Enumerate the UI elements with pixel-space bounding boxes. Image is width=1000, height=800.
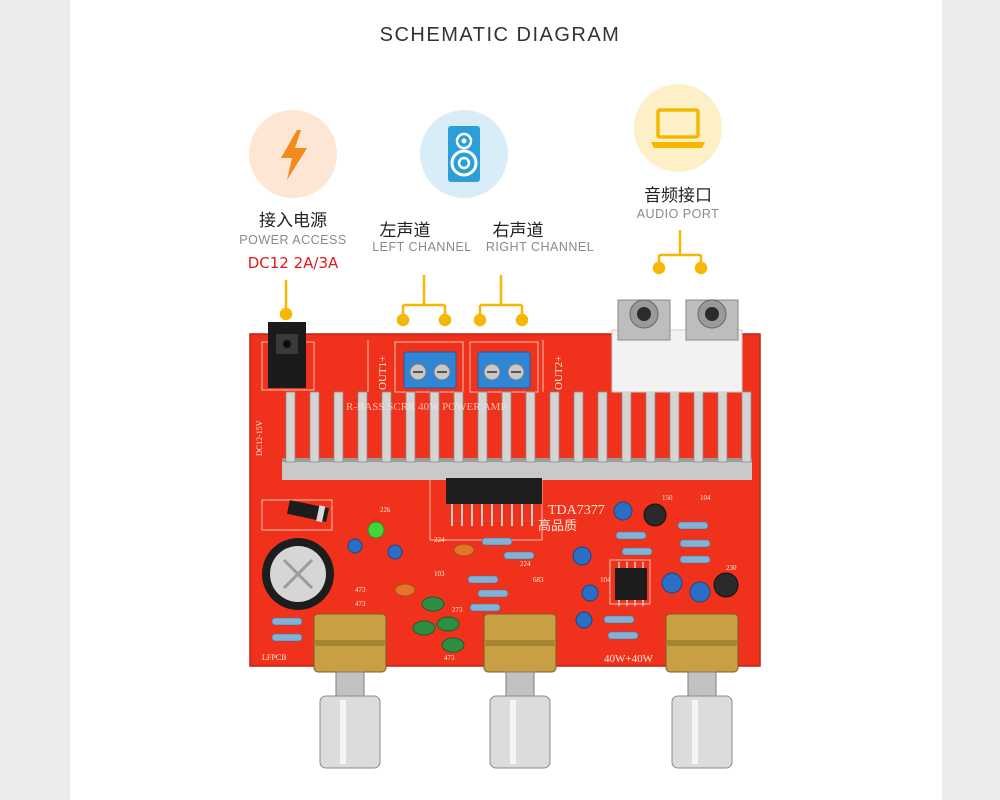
audio-port-label-en: AUDIO PORT bbox=[636, 207, 720, 221]
left-channel-label-en: LEFT CHANNEL bbox=[372, 240, 472, 254]
right-channel-connector-line bbox=[473, 275, 529, 327]
code-label: 273 bbox=[452, 606, 463, 614]
right-channel-label-en: RIGHT CHANNEL bbox=[485, 240, 595, 254]
potentiometer-middle bbox=[483, 613, 557, 769]
audio-icon-circle bbox=[634, 84, 722, 172]
potentiometer-left bbox=[313, 613, 387, 769]
page-title: SCHEMATIC DIAGRAM bbox=[379, 24, 621, 46]
code-label: 150 bbox=[662, 494, 673, 502]
code-label: 224 bbox=[434, 536, 445, 544]
power-connector-line bbox=[279, 280, 293, 321]
code-label: 473 bbox=[444, 654, 455, 662]
quality-label: 高品质 bbox=[538, 518, 577, 533]
power-led bbox=[367, 521, 385, 539]
code-label: 224 bbox=[520, 560, 531, 568]
left-channel-label-cn: 左声道 bbox=[379, 221, 431, 241]
code-label: 473 bbox=[355, 600, 366, 608]
heatsink bbox=[282, 391, 752, 480]
power-spec: DC12 2A/3A bbox=[247, 254, 339, 272]
chip-label: TDA7377 bbox=[548, 503, 605, 518]
power-icon-circle bbox=[249, 110, 337, 198]
code-label: 22k bbox=[380, 506, 391, 514]
right-channel-terminal bbox=[477, 351, 531, 389]
audio-port-label-cn: 音频接口 bbox=[644, 186, 712, 206]
rca-audio-jacks bbox=[611, 299, 743, 393]
diode bbox=[286, 499, 330, 523]
out1-label: OUT1+ bbox=[377, 356, 389, 390]
small-capacitors bbox=[347, 501, 739, 629]
code-label: 104 bbox=[700, 494, 711, 502]
code-label: 230 bbox=[726, 564, 737, 572]
power-label-en: POWER ACCESS bbox=[239, 233, 347, 247]
potentiometer-right bbox=[665, 613, 739, 769]
laptop-icon bbox=[651, 108, 705, 148]
film-capacitors bbox=[394, 543, 475, 653]
voltage-label: DC12-15V bbox=[255, 420, 264, 456]
out2-label: OUT2+ bbox=[553, 356, 565, 390]
power-rating-label: 40W+40W bbox=[604, 653, 654, 665]
tda7377-chip bbox=[446, 478, 542, 526]
power-label-cn: 接入电源 bbox=[259, 211, 327, 231]
speaker-icon bbox=[448, 126, 480, 182]
resistors bbox=[271, 521, 711, 642]
audio-port-connector-line bbox=[652, 230, 708, 275]
left-channel-terminal bbox=[403, 351, 457, 389]
speaker-icon-circle bbox=[420, 110, 508, 198]
left-channel-connector-line bbox=[396, 275, 452, 327]
code-label: 683 bbox=[533, 576, 544, 584]
code-label: 104 bbox=[600, 576, 611, 584]
lightning-bolt-icon bbox=[281, 130, 307, 180]
main-capacitor bbox=[262, 538, 334, 610]
right-channel-label-cn: 右声道 bbox=[492, 221, 544, 241]
banner-label: R-BASS SCRR 40W POWER AMP bbox=[346, 401, 507, 413]
op-amp-chip bbox=[615, 562, 647, 606]
model-label: LFPCB bbox=[262, 653, 286, 662]
dc-power-jack bbox=[268, 322, 306, 388]
code-label: 103 bbox=[434, 570, 445, 578]
code-label: 473 bbox=[355, 586, 366, 594]
